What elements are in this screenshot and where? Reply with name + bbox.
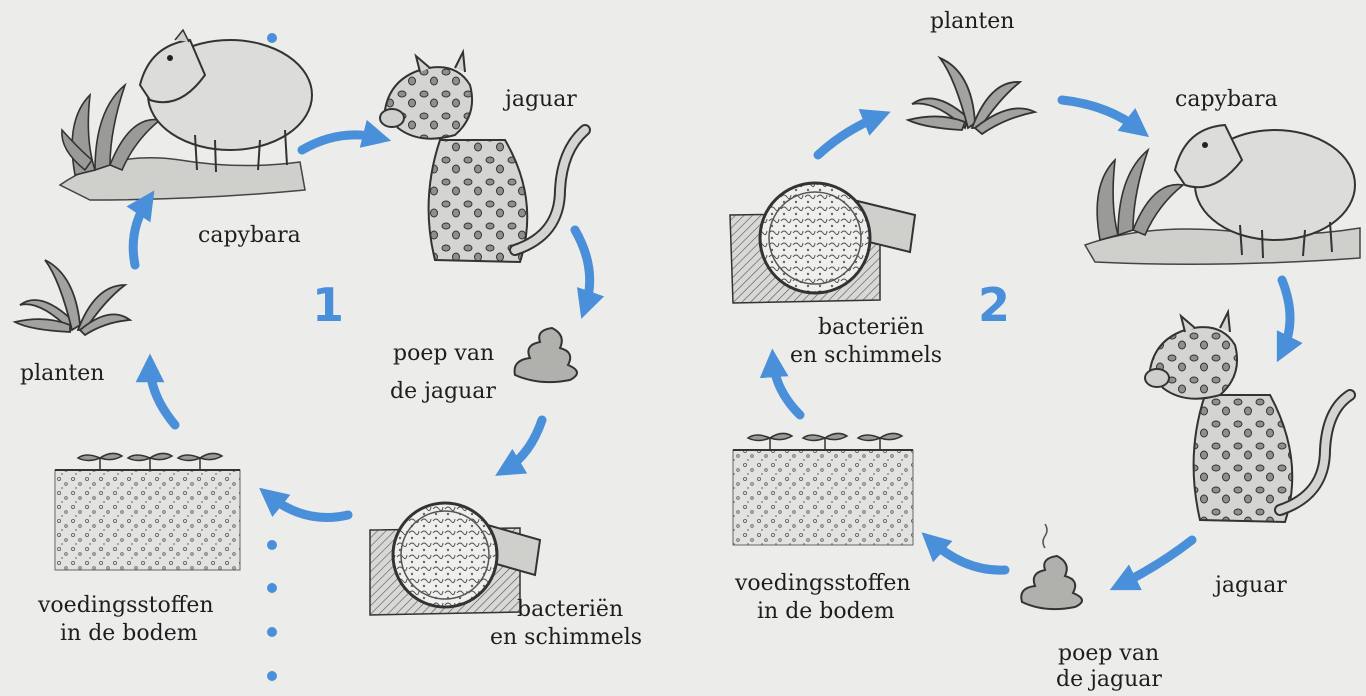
arrow-plants-to-capybara — [133, 200, 148, 265]
arrow-bacteria-to-plants — [818, 116, 880, 155]
soil-icon — [733, 433, 913, 545]
cycle1-label-capybara: capybara — [198, 222, 301, 250]
cycle1-number: 1 — [312, 278, 344, 332]
cycle1-label-jaguar: jaguar — [505, 86, 577, 114]
arrow-plants-to-capybara — [1062, 100, 1140, 130]
cycle2-label-poop-line2: de jaguar — [1056, 666, 1162, 694]
cycle2-label-nutrients-line2: in de bodem — [757, 598, 895, 626]
arrow-soil-to-plants — [150, 365, 175, 425]
jaguar-icon — [380, 52, 585, 262]
arrow-jaguar-to-poop — [575, 230, 590, 308]
poop-icon — [1021, 524, 1082, 609]
cycle2-number: 2 — [978, 278, 1010, 332]
cycle1-label-plants: planten — [20, 360, 104, 388]
jaguar-icon — [1145, 312, 1350, 522]
arrow-jaguar-to-poop — [1120, 540, 1192, 585]
arrow-poop-to-soil — [930, 540, 1005, 570]
poop-icon — [515, 328, 577, 382]
cycle1-label-nutrients-line1: voedingsstoffen — [38, 592, 214, 620]
arrow-bacteria-to-soil — [268, 495, 348, 518]
cycle2-label-jaguar: jaguar — [1215, 572, 1287, 600]
capybara-icon — [1085, 125, 1360, 264]
cycle1-label-poop-line1: poep van — [393, 340, 494, 368]
cycle1-label-bacteria-line2: en schimmels — [490, 624, 642, 652]
cycle1-label-nutrients-line2: in de bodem — [60, 620, 198, 648]
magnifier-icon — [370, 503, 540, 615]
cycle1-label-poop-line2: de jaguar — [390, 378, 496, 406]
capybara-icon — [60, 30, 312, 200]
cycle2-label-capybara: capybara — [1175, 86, 1278, 114]
magnifier-icon — [730, 183, 915, 303]
arrow-capybara-to-jaguar — [1282, 280, 1290, 352]
soil-icon — [55, 453, 240, 570]
cycle1-label-bacteria-line1: bacteriën — [517, 596, 623, 624]
cycle2-label-plants: planten — [930, 8, 1014, 36]
cycle2-label-bacteria-line2: en schimmels — [790, 342, 942, 370]
arrow-poop-to-bacteria — [505, 420, 542, 470]
arrow-capybara-to-jaguar — [302, 135, 380, 150]
plant-icon — [908, 58, 1035, 134]
plant-icon — [15, 260, 130, 335]
cycle2-label-bacteria-line1: bacteriën — [818, 314, 924, 342]
cycle2-label-nutrients-line1: voedingsstoffen — [735, 570, 911, 598]
cycle2-label-poop-line1: poep van — [1058, 640, 1159, 668]
